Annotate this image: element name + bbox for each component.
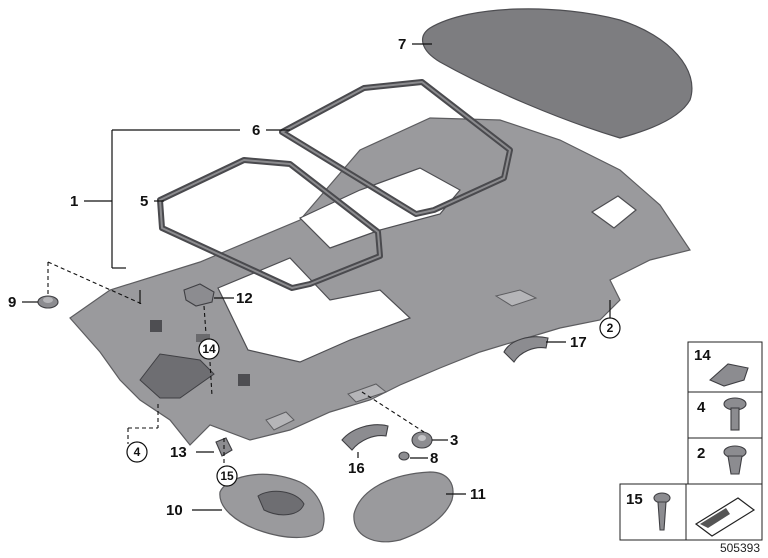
callout-1: 1 — [70, 193, 78, 210]
callout-numbers: 7 6 1 5 9 12 14 4 13 15 3 8 16 17 2 10 1… — [8, 36, 621, 519]
legend-label-2: 2 — [697, 445, 705, 462]
part-12-bracket — [183, 283, 215, 307]
legend-row-4 — [687, 391, 763, 439]
callout-15-circle — [216, 465, 238, 487]
overhead-console-opening — [139, 353, 215, 399]
callout-14-circle — [198, 338, 220, 360]
callout-10: 10 — [166, 502, 183, 519]
callout-9: 9 — [8, 294, 16, 311]
callout-5: 5 — [140, 193, 148, 210]
callout-4-circle — [126, 441, 148, 463]
callout-3: 3 — [450, 432, 458, 449]
clip-block — [196, 334, 210, 342]
legend-label-15: 15 — [626, 491, 643, 508]
callout-2-circle — [599, 317, 621, 339]
legend-label-4: 4 — [697, 399, 706, 416]
callout-13: 13 — [170, 444, 187, 461]
callout-12: 12 — [236, 290, 253, 307]
part-8-clip — [398, 451, 410, 461]
callout-8: 8 — [430, 450, 438, 467]
leader-lines — [22, 43, 611, 511]
headliner-body — [69, 117, 691, 446]
clip-block — [238, 374, 250, 386]
part-9-clip — [37, 295, 59, 309]
part-16-grab-handle — [341, 424, 389, 451]
legend-part-14-icon — [708, 363, 749, 387]
legend-label-14: 14 — [694, 347, 711, 364]
fastener-legend-table: 14 4 2 15 — [619, 341, 763, 541]
callout-14: 14 — [202, 342, 216, 356]
callout-15: 15 — [220, 469, 234, 483]
part-17-grab-handle — [503, 336, 549, 363]
diagram-reference-number: 505393 — [720, 541, 760, 555]
callout-11: 11 — [470, 486, 486, 503]
sunroof-frame-front — [157, 157, 383, 291]
part-3-fastener — [411, 431, 433, 449]
clip-block — [150, 320, 162, 332]
callout-6: 6 — [252, 122, 260, 139]
callout-4: 4 — [134, 445, 141, 459]
part-10-sun-visor-left — [219, 473, 325, 539]
legend-row-2 — [687, 437, 763, 485]
callout-7: 7 — [398, 36, 406, 53]
sunroof-frame-rear — [279, 79, 513, 217]
part-11-sun-visor-right — [353, 471, 454, 543]
callout-2: 2 — [607, 321, 614, 335]
sunroof-cover-panel — [422, 8, 693, 139]
callout-17: 17 — [570, 334, 587, 351]
callout-16: 16 — [348, 460, 365, 477]
